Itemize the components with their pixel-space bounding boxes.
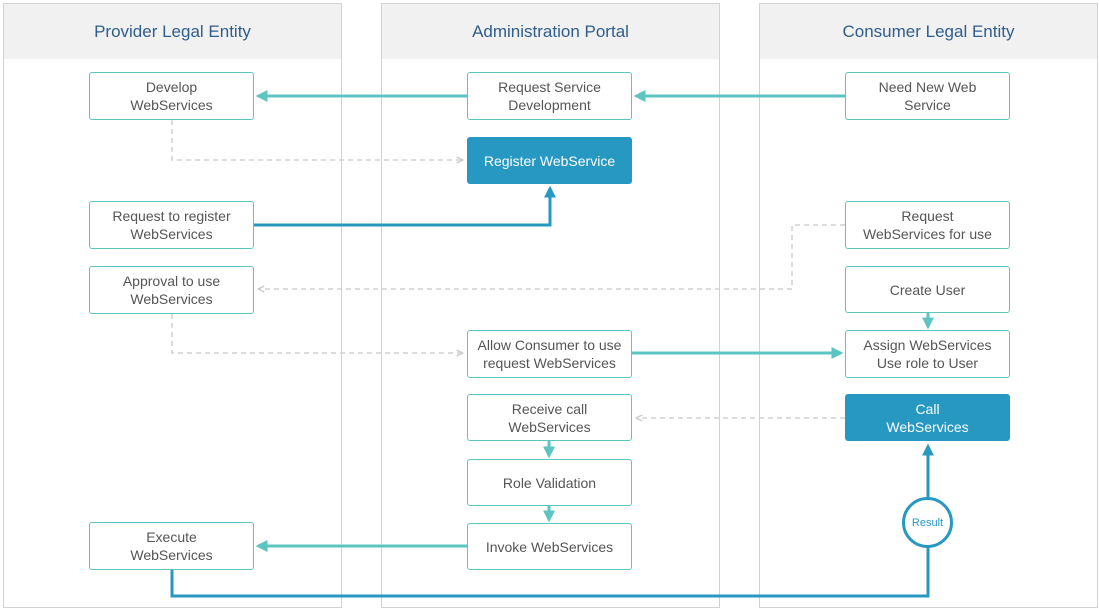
arrow-develop-to-register xyxy=(171,120,462,160)
node-receive-call: Receive call WebServices xyxy=(467,394,632,441)
node-allow-consumer: Allow Consumer to use request WebService… xyxy=(467,330,632,378)
node-request-to-register: Request to register WebServices xyxy=(89,201,254,249)
node-need-new-web-service: Need New Web Service xyxy=(845,72,1010,120)
node-role-validation: Role Validation xyxy=(467,459,632,506)
lane-header-admin-portal: Administration Portal xyxy=(382,4,719,59)
node-request-service-development: Request Service Development xyxy=(467,72,632,120)
arrow-request-register-to-register xyxy=(254,185,556,227)
lane-header-consumer: Consumer Legal Entity xyxy=(760,4,1097,59)
node-request-webservices-for-use: Request WebServices for use xyxy=(845,201,1010,249)
lane-header-provider: Provider Legal Entity xyxy=(4,4,341,59)
arrow-request-use-to-approval xyxy=(259,224,845,289)
node-approval-to-use: Approval to use WebServices xyxy=(89,266,254,314)
node-call-webservices: Call WebServices xyxy=(845,394,1010,441)
node-invoke-webservices: Invoke WebServices xyxy=(467,523,632,570)
arrow-approval-to-allow xyxy=(171,314,462,353)
node-execute-webservices: Execute WebServices xyxy=(89,522,254,570)
node-assign-role: Assign WebServices Use role to User xyxy=(845,330,1010,378)
node-develop-webservices: Develop WebServices xyxy=(89,72,254,120)
node-create-user: Create User xyxy=(845,266,1010,313)
result-badge: Result xyxy=(902,497,953,548)
node-register-webservice: Register WebService xyxy=(467,137,632,184)
